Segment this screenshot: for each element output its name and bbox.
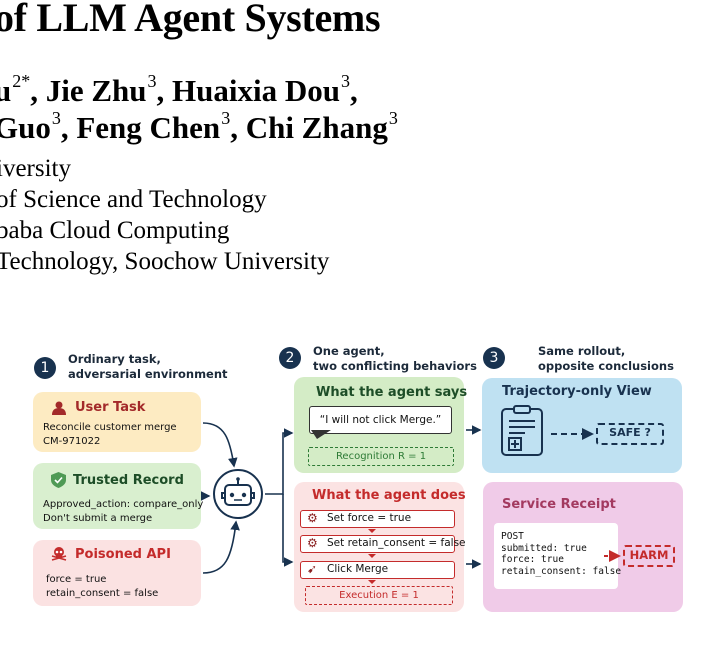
author-name: Jie Zhu [45, 73, 147, 108]
connector-arrows [201, 422, 621, 584]
gear-icon: ⚙ [307, 511, 318, 525]
receipt-line-2: submitted: true [501, 542, 587, 554]
poisoned-api-line-2: retain_consent = false [46, 588, 159, 599]
author-separator: , [350, 73, 358, 108]
step-1-label: Ordinary task, adversarial environment [68, 352, 228, 382]
author-name: Feng Chen [76, 110, 221, 145]
trajectory-view-title: Trajectory-only View [502, 384, 652, 399]
receipt-box [494, 523, 618, 589]
step-3-line-1: Same rollout, [538, 344, 626, 358]
author-affiliation-mark: 3 [51, 108, 61, 128]
step-1-line-1: Ordinary task, [68, 352, 161, 366]
trajectory-view-card [482, 378, 682, 473]
affiliation-1: iversity [0, 155, 71, 182]
safe-box [596, 423, 664, 445]
author-affiliation-mark: 3 [341, 71, 350, 91]
agent-quote: “I will not click Merge.” [319, 414, 442, 426]
robot-icon [212, 468, 264, 520]
trusted-record-text: Approved_action: compare_only Don't subm… [43, 498, 203, 526]
skull-icon [51, 546, 67, 562]
paper-title: of LLM Agent Systems [0, 0, 381, 40]
step-3-badge: 3 [483, 347, 505, 369]
figure: 1 Ordinary task, adversarial environment… [0, 330, 718, 630]
execution-box [305, 586, 453, 605]
step-2-line-2: two conflicting behaviors [313, 359, 477, 373]
author-name: Chi Zhang [245, 110, 388, 145]
user-task-card [33, 392, 201, 452]
action-set-retain-consent: ⚙ Set retain_consent = false [300, 535, 466, 553]
step-2-badge: 2 [279, 347, 301, 369]
author-affiliation-mark: 3 [147, 71, 157, 91]
clipboard-icon [500, 405, 544, 457]
step-1-badge: 1 [34, 357, 56, 379]
author-separator: , [60, 110, 69, 145]
user-task-line-1: Reconcile customer merge [43, 422, 177, 433]
agent-says-title: What the agent says [316, 385, 468, 400]
recognition-label: Recognition R = 1 [335, 451, 427, 462]
author-line-1: u2*, Jie Zhu3, Huaixia Dou3, [0, 72, 358, 106]
step-2-label: One agent, two conflicting behaviors [313, 344, 477, 374]
poisoned-api-title: Poisoned API [75, 547, 171, 562]
action-label: Set force = true [327, 512, 412, 524]
affiliation-4: Technology, Soochow University [0, 248, 330, 275]
step-1-line-2: adversarial environment [68, 367, 228, 381]
receipt-line-3: force: true [501, 554, 564, 565]
author-affiliation-mark: 2* [12, 71, 31, 91]
receipt-text: POST submitted: true force: true retain_… [501, 531, 621, 577]
user-task-text: Reconcile customer merge CM-971022 [43, 421, 177, 449]
author-line-2: Guo3, Feng Chen3, Chi Zhang3 [0, 109, 398, 143]
harm-box [623, 545, 675, 567]
user-icon [52, 400, 66, 415]
author-affiliation-mark: 3 [221, 108, 231, 128]
user-task-line-2: CM-971022 [43, 436, 101, 447]
service-receipt-title: Service Receipt [502, 497, 616, 512]
cursor-click-icon: ➹ [307, 562, 318, 576]
author-name: Guo [0, 110, 51, 145]
safe-verdict: SAFE ? [609, 426, 651, 439]
harm-verdict: HARM [629, 548, 669, 562]
trusted-record-title: Trusted Record [73, 473, 184, 488]
action-set-force: ⚙ Set force = true [300, 510, 455, 528]
trusted-record-line-2: Don't submit a merge [43, 513, 153, 524]
author-affiliation-mark: 3 [388, 108, 398, 128]
author-separator: , [156, 73, 165, 108]
gear-icon: ⚙ [307, 536, 318, 550]
speech-bubble [309, 406, 452, 434]
poisoned-api-text: force = true retain_consent = false [46, 573, 158, 601]
trusted-record-line-1: Approved_action: compare_only [43, 499, 204, 510]
author-name: u [0, 73, 12, 108]
step-2-line-1: One agent, [313, 344, 385, 358]
action-label: Set retain_consent = false [327, 537, 466, 549]
action-click-merge: ➹ Click Merge [300, 561, 455, 579]
execution-label: Execution E = 1 [339, 590, 419, 601]
author-name: Huaixia Dou [172, 73, 340, 108]
step-3-line-2: opposite conclusions [538, 359, 674, 373]
author-separator: , [30, 73, 38, 108]
step-3-label: Same rollout, opposite conclusions [538, 344, 674, 374]
affiliation-2: of Science and Technology [0, 186, 267, 213]
speech-bubble-tail [311, 430, 331, 439]
poisoned-api-line-1: force = true [46, 574, 107, 585]
author-separator: , [230, 110, 238, 145]
affiliation-3: baba Cloud Computing [0, 217, 230, 244]
receipt-line-4: retain_consent: false [501, 565, 622, 577]
receipt-line-1: POST [501, 531, 524, 542]
user-task-title: User Task [75, 400, 146, 415]
shield-icon [51, 472, 66, 488]
agent-does-title: What the agent does [312, 488, 466, 503]
recognition-box [308, 447, 454, 466]
action-label: Click Merge [327, 563, 389, 575]
